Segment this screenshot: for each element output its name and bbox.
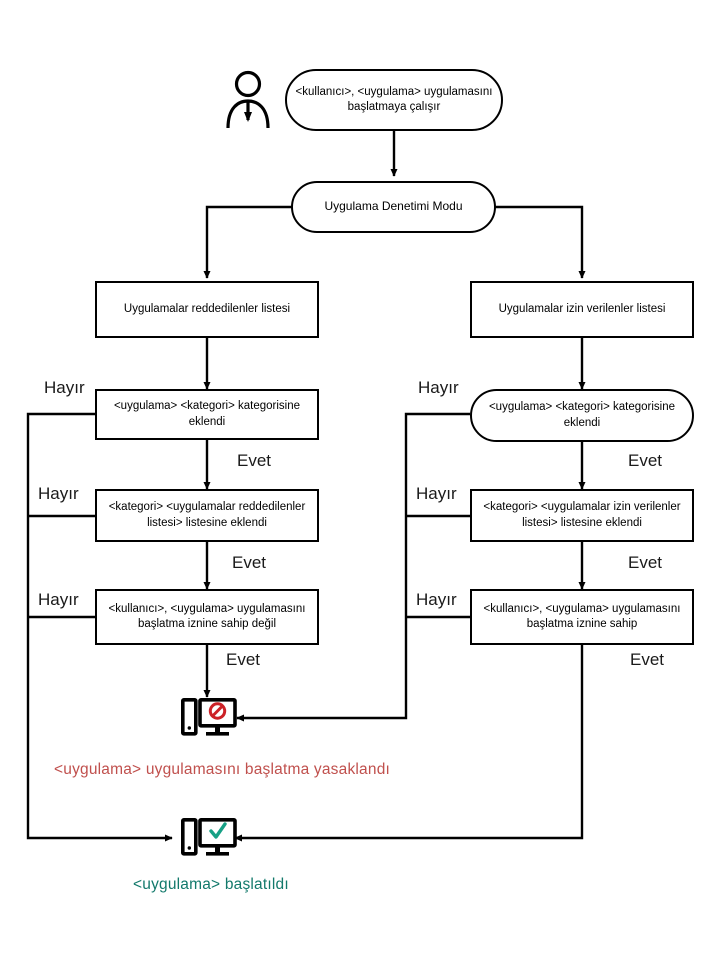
label-left-step-1-yes: Evet (237, 451, 272, 470)
node-right-header-label: Uygulamalar izin verilenler listesi (498, 302, 666, 315)
node-right-step-3: <kullanıcı>, <uygulama> uygulamasını baş… (470, 589, 694, 645)
node-right-step-3-label: <kullanıcı>, <uygulama> uygulamasını baş… (483, 602, 681, 630)
caption-denied: <uygulama> uygulamasını başlatma yasakla… (54, 761, 391, 778)
edge-left-step1-no (26, 412, 173, 842)
edge-mode-to-left-header (203, 205, 294, 279)
label-left-step-2-yes: Evet (232, 553, 267, 572)
node-left-step-3: <kullanıcı>, <uygulama> uygulamasını baş… (95, 589, 319, 645)
node-mode: Uygulama Denetimi Modu (291, 181, 496, 233)
node-right-step-1: <uygulama> <kategori> kategorisine eklen… (470, 389, 694, 442)
edge-right-step3-to-allowed (234, 645, 584, 842)
node-left-header-label: Uygulamalar reddedilenler listesi (123, 302, 291, 315)
label-right-step-1-yes: Evet (628, 451, 663, 470)
label-left-step-3-yes: Evet (226, 650, 261, 669)
node-left-header: Uygulamalar reddedilenler listesi (95, 281, 319, 338)
node-left-step-1-label: <uygulama> <kategori> kategorisine eklen… (113, 400, 301, 428)
label-right-step-1-no: Hayır (418, 378, 459, 397)
label-right-step-3-no: Hayır (416, 590, 457, 609)
node-start: <kullanıcı>, <uygulama> uygulamasını baş… (285, 69, 503, 131)
monitor-blocked-icon (181, 698, 237, 736)
caption-allowed: <uygulama> başlatıldı (133, 876, 289, 893)
node-right-step-2-label: <kategori> <uygulamalar izin verilenler … (483, 501, 681, 529)
label-right-step-2-yes: Evet (628, 553, 663, 572)
node-right-header: Uygulamalar izin verilenler listesi (470, 281, 694, 338)
label-left-step-1-no: Hayır (44, 378, 85, 397)
node-mode-label: Uygulama Denetimi Modu (324, 199, 463, 214)
user-actor-icon (226, 70, 270, 129)
edge-mode-to-right-header (494, 205, 586, 279)
edge-right-step1-no (236, 412, 470, 722)
node-right-step-2: <kategori> <uygulamalar izin verilenler … (470, 489, 694, 542)
label-right-step-2-no: Hayır (416, 484, 457, 503)
node-left-step-2-label: <kategori> <uygulamalar reddedilenler li… (108, 501, 306, 529)
label-right-step-3-yes: Evet (630, 650, 665, 669)
node-start-label: <kullanıcı>, <uygulama> uygulamasını baş… (295, 85, 493, 113)
node-left-step-1: <uygulama> <kategori> kategorisine eklen… (95, 389, 319, 440)
label-left-step-2-no: Hayır (38, 484, 79, 503)
label-left-step-3-no: Hayır (38, 590, 79, 609)
node-right-step-1-label: <uygulama> <kategori> kategorisine eklen… (488, 401, 676, 429)
monitor-allowed-icon (181, 818, 237, 856)
node-left-step-3-label: <kullanıcı>, <uygulama> uygulamasını baş… (108, 602, 306, 630)
node-left-step-2: <kategori> <uygulamalar reddedilenler li… (95, 489, 319, 542)
